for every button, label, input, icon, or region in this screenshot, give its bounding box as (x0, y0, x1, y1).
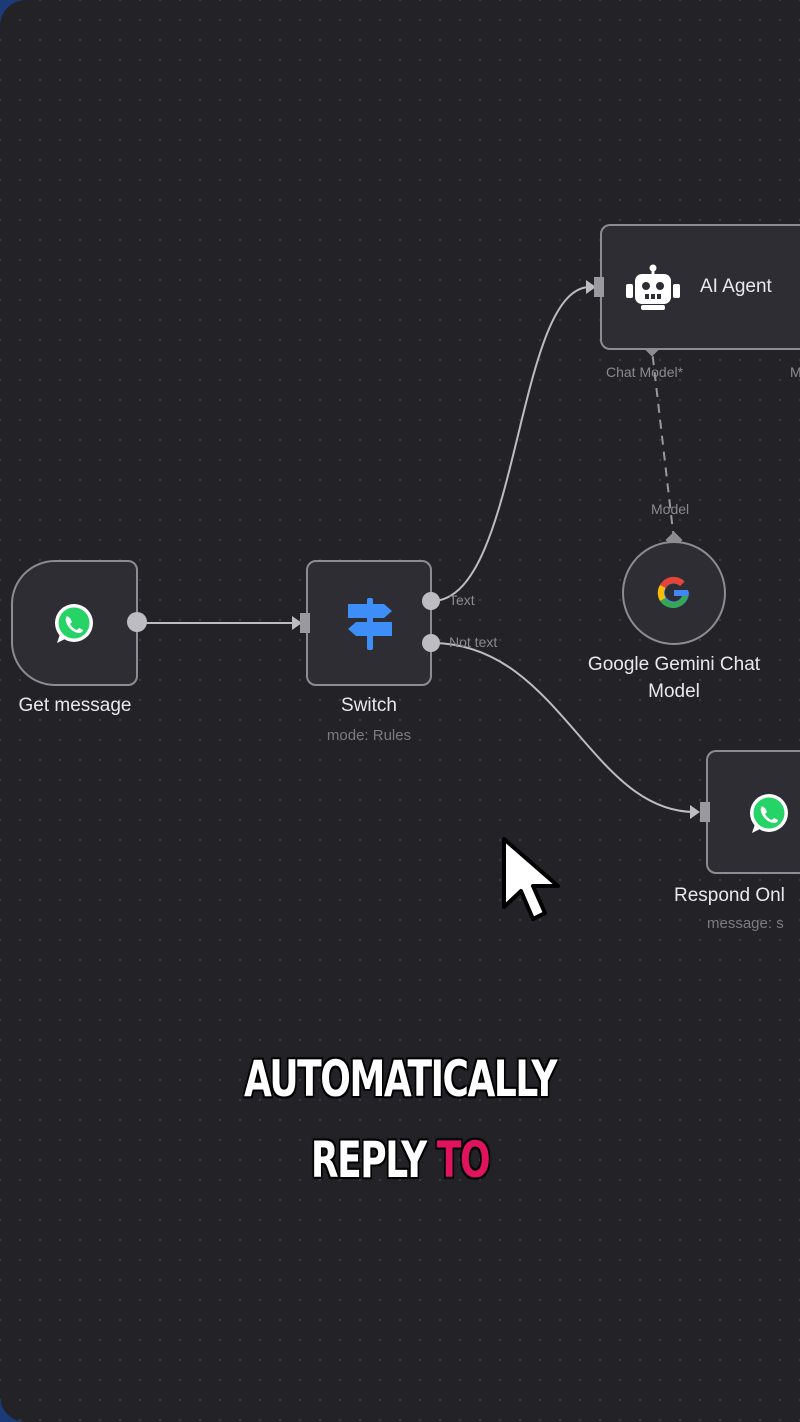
gemini-node[interactable] (622, 541, 726, 645)
get-message-output-port[interactable] (127, 612, 147, 632)
caption-word-automatically: AUTOMATICALLY (244, 1050, 557, 1108)
caption-word-reply: REPLY (310, 1131, 427, 1189)
robot-icon (624, 264, 682, 319)
caption-line-2: REPLY TO (112, 1131, 688, 1189)
whatsapp-icon (51, 601, 97, 652)
caption-word-to: TO (436, 1131, 491, 1189)
google-icon (655, 574, 693, 617)
switch-input-port[interactable] (300, 613, 310, 633)
respond-node[interactable] (706, 750, 800, 874)
connection-arrow-switch-input (292, 616, 302, 630)
ai-agent-memory-label: M (790, 364, 800, 380)
gemini-model-label: Model (651, 501, 690, 517)
gemini-title-line1: Google Gemini Chat (587, 654, 761, 675)
get-message-title: Get message (18, 695, 132, 716)
ai-agent-chat-model-label: Chat Model* (606, 364, 684, 380)
switch-output-label-text: Text (449, 592, 475, 608)
ai-agent-input-port[interactable] (594, 277, 604, 297)
whatsapp-icon (746, 791, 792, 842)
switch-output-port-not-text[interactable] (422, 634, 440, 652)
connection-switch-nottext-to-respond[interactable] (431, 642, 696, 813)
mouse-pointer-icon (500, 835, 570, 940)
caption-line-1: AUTOMATICALLY (112, 1050, 688, 1108)
respond-title: Respond Onl (674, 885, 785, 906)
switch-output-port-text[interactable] (422, 592, 440, 610)
switch-output-label-not-text: Not text (449, 634, 498, 650)
gemini-title-line2: Model (648, 681, 700, 702)
switch-subtitle: mode: Rules (326, 727, 412, 744)
connection-arrow-ai-agent-input (586, 280, 596, 294)
ai-agent-title: AI Agent (700, 276, 772, 297)
respond-input-port[interactable] (700, 802, 710, 822)
get-message-node[interactable] (11, 560, 138, 686)
switch-title: Switch (341, 695, 397, 716)
connection-arrow-respond-input (690, 805, 700, 819)
ai-agent-node[interactable]: AI Agent (600, 224, 800, 350)
switch-node[interactable] (306, 560, 432, 686)
connection-switch-text-to-ai-agent[interactable] (431, 286, 591, 602)
respond-subtitle: message: s (707, 915, 784, 932)
signpost-icon (344, 596, 396, 657)
